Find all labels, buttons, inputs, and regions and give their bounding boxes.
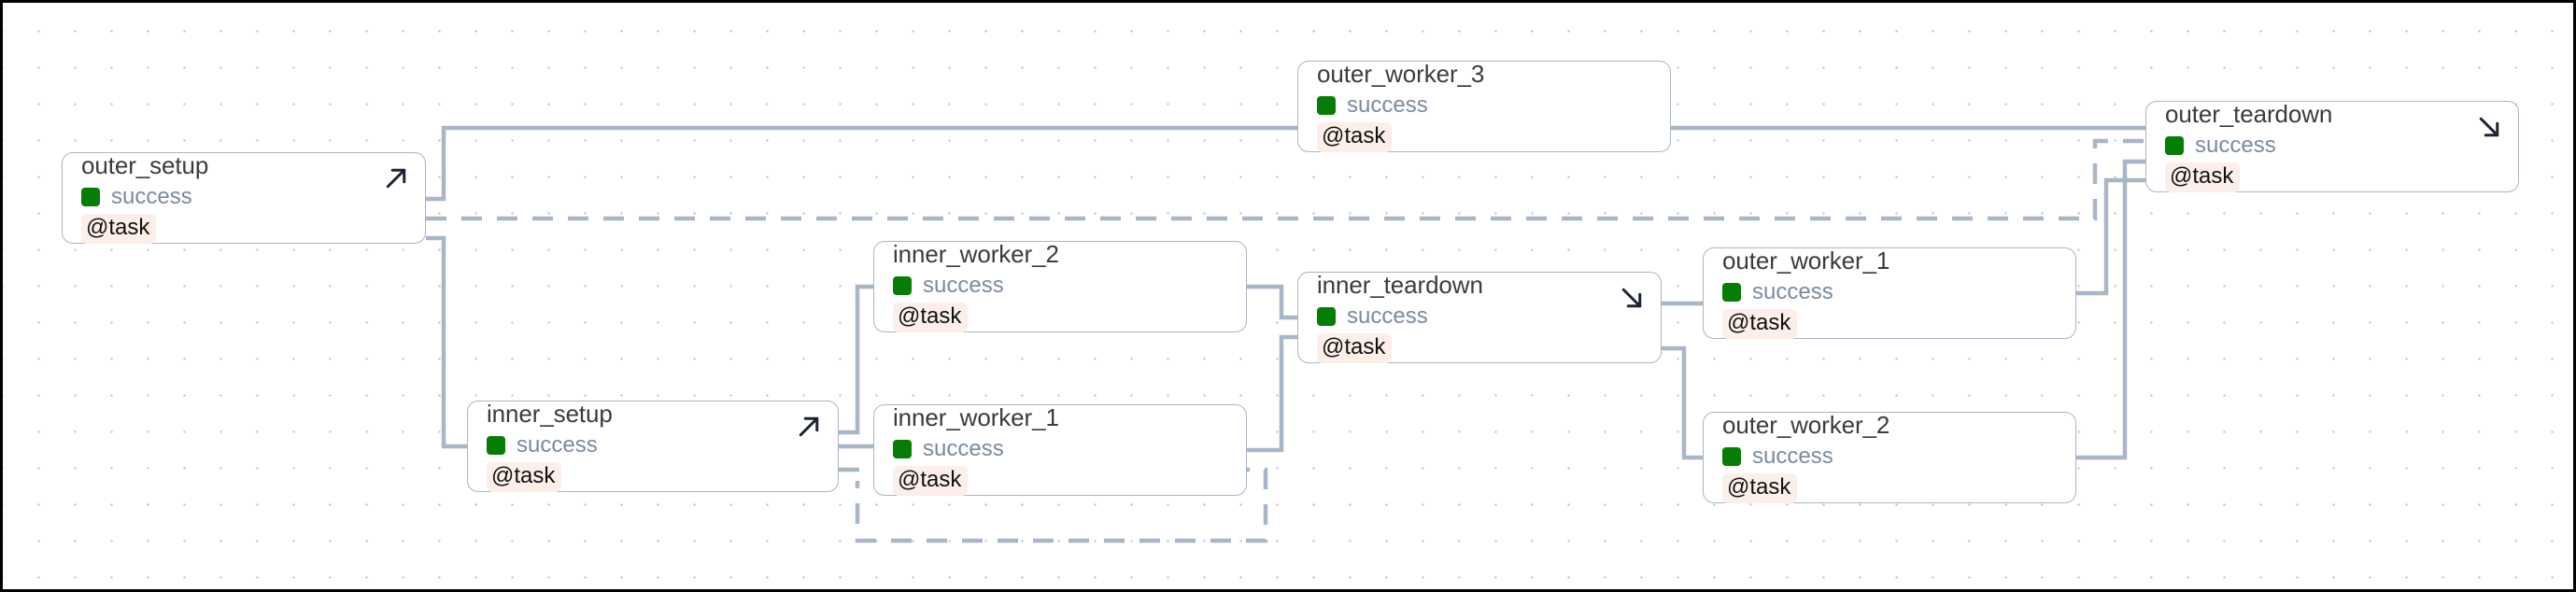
status-swatch-icon [1722, 447, 1741, 467]
status-label: success [2195, 133, 2276, 159]
status-swatch-icon [1317, 96, 1336, 116]
status-label: success [1752, 279, 1833, 305]
node-status: success [1317, 92, 1651, 119]
status-label: success [1752, 444, 1833, 470]
edge-outer_setup-to-outer_teardown[interactable] [426, 138, 2145, 221]
edge-inner_worker_1-to-inner_teardown[interactable] [1247, 334, 1297, 453]
node-status: success [1722, 444, 2057, 469]
node-decorator-badge: @task [487, 462, 562, 493]
status-label: success [1347, 92, 1428, 119]
status-swatch-icon [1317, 307, 1336, 327]
node-title: outer_setup [81, 150, 209, 179]
node-decorator-badge: @task [1722, 309, 1798, 340]
node-decorator-badge: @task [1317, 122, 1393, 153]
edge-inner_setup-to-inner_worker_2[interactable] [839, 284, 873, 435]
status-swatch-icon [487, 436, 505, 456]
edge-layer [426, 125, 2145, 543]
node-status: success [1722, 279, 2057, 305]
node-decorator-badge: @task [2165, 162, 2241, 193]
arrow-up-right-icon [382, 164, 410, 192]
status-swatch-icon [893, 440, 912, 459]
node-status: success [2165, 133, 2499, 159]
status-label: success [517, 432, 598, 458]
arrow-up-right-icon [795, 413, 823, 441]
node-status: success [893, 273, 1227, 299]
status-swatch-icon [1722, 283, 1741, 303]
arrow-down-right-icon [1618, 284, 1646, 312]
edge-outer_worker_2-to-outer_teardown[interactable] [2076, 159, 2145, 460]
status-swatch-icon [81, 188, 100, 207]
node-title: outer_worker_2 [1722, 410, 1890, 439]
node-status: success [487, 432, 819, 458]
node-title: outer_worker_3 [1317, 59, 1485, 88]
node-title: outer_worker_1 [1722, 246, 1890, 275]
status-swatch-icon [893, 276, 912, 296]
node-decorator-badge: @task [893, 466, 969, 497]
edge-inner_worker_2-to-inner_teardown[interactable] [1247, 284, 1297, 320]
node-decorator-badge: @task [1317, 333, 1393, 364]
arrow-down-right-icon [2475, 113, 2503, 141]
node-decorator-badge: @task [81, 214, 157, 245]
edge-outer_setup-to-outer_worker_3[interactable] [426, 125, 1297, 202]
node-decorator-badge: @task [1722, 473, 1798, 504]
edge-inner_teardown-to-outer_worker_2[interactable] [1662, 345, 1703, 460]
node-title: inner_setup [487, 399, 613, 428]
status-label: success [111, 184, 192, 210]
status-label: success [1347, 303, 1428, 330]
edge-outer_setup-to-inner_setup[interactable] [426, 235, 467, 449]
node-status: success [1317, 303, 1642, 330]
status-label: success [923, 273, 1004, 299]
node-title: outer_teardown [2165, 99, 2333, 128]
edge-outer_worker_1-to-outer_teardown[interactable] [2076, 177, 2145, 296]
node-status: success [893, 436, 1227, 462]
status-label: success [923, 436, 1004, 462]
node-title: inner_worker_1 [893, 402, 1059, 431]
node-title: inner_worker_2 [893, 239, 1059, 268]
node-title: inner_teardown [1317, 270, 1483, 299]
status-swatch-icon [2165, 136, 2184, 156]
node-decorator-badge: @task [893, 303, 969, 333]
node-status: success [81, 184, 406, 210]
